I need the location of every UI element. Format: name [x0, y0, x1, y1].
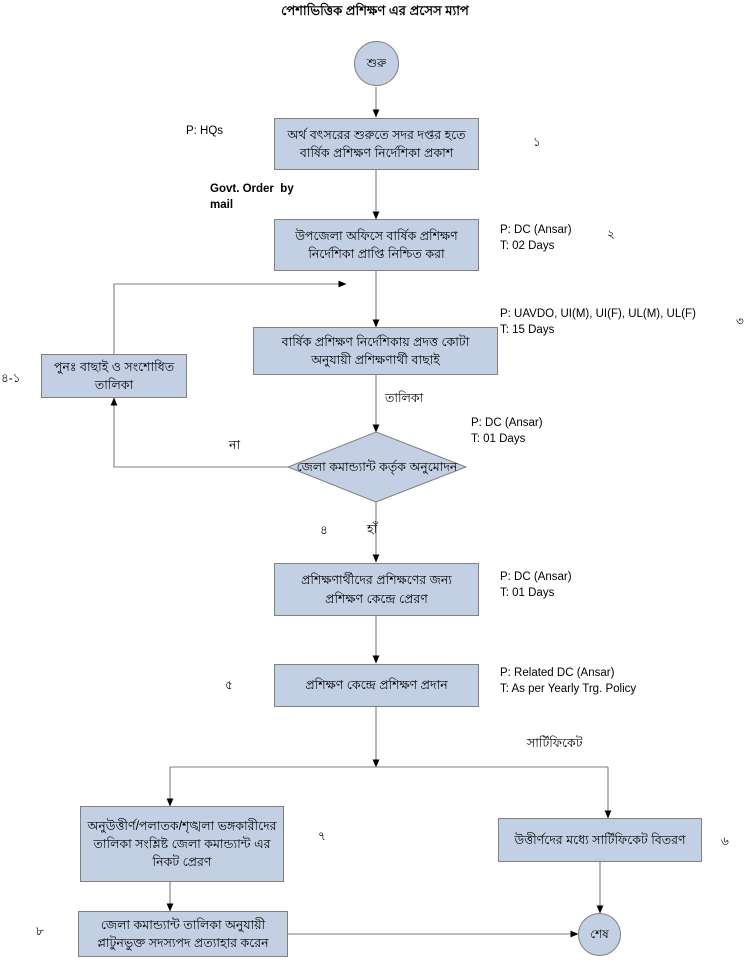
- step-number-2: ২: [607, 227, 615, 241]
- node-step3-label: বার্ষিক প্রশিক্ষণ নির্দেশিকায় প্রদত্ত ক…: [281, 334, 470, 367]
- step-number-3: ৩: [736, 314, 744, 328]
- annotation-p-hqs: P: HQs: [186, 125, 224, 137]
- annotation-na: না: [229, 438, 241, 452]
- node-fail-list-label: অনুউত্তীর্ণ/পলাতক/শৃঙ্খলা ভঙ্গকারীদের তা…: [87, 818, 277, 870]
- node-withdraw[interactable]: জেলা কমান্ড্যান্ট তালিকা অনুযায়ী প্লাটু…: [78, 911, 288, 957]
- annotation-p-dc-01days-b: P: DC (Ansar) T: 01 Days: [500, 571, 572, 599]
- node-fail-list[interactable]: অনুউত্তীর্ণ/পলাতক/শৃঙ্খলা ভঙ্গকারীদের তা…: [80, 806, 284, 882]
- node-withdraw-label: জেলা কমান্ড্যান্ট তালিকা অনুযায়ী প্লাটু…: [97, 917, 269, 950]
- node-step6[interactable]: প্রশিক্ষণ কেন্দ্রে প্রশিক্ষণ প্রদান: [274, 664, 479, 707]
- node-end[interactable]: শেষ: [578, 913, 621, 956]
- page-title: পেশাভিত্তিক প্রশিক্ষণ এর প্রসেস ম্যাপ: [281, 3, 469, 18]
- annotation-p-dc-02days: P: DC (Ansar) T: 02 Days: [500, 224, 572, 252]
- annotation-ha: হাঁ: [367, 522, 378, 536]
- node-step6-label: প্রশিক্ষণ কেন্দ্রে প্রশিক্ষণ প্রদান: [305, 678, 448, 693]
- node-certificate[interactable]: উত্তীর্ণদের মধ্যে সার্টিফিকেট বিতরণ: [498, 818, 702, 862]
- node-end-label: শেষ: [590, 926, 609, 941]
- node-step5-label: প্রশিক্ষণার্থীদের প্রশিক্ষণের জন্য প্রশি…: [301, 573, 452, 606]
- decision-diamond: [286, 431, 468, 503]
- node-certificate-label: উত্তীর্ণদের মধ্যে সার্টিফিকেট বিতরণ: [514, 832, 686, 847]
- annotation-govt-order: Govt. Order by mail: [210, 183, 294, 211]
- node-step1-label: অর্থ বৎসরের শুরুতে সদর দপ্তর হতে বার্ষিক…: [287, 127, 466, 160]
- node-decision[interactable]: জেলা কমান্ড্যান্ট কর্তৃক অনুমোদন: [288, 432, 466, 502]
- annotation-p-dc-01days-a: P: DC (Ansar) T: 01 Days: [471, 417, 543, 445]
- node-step3[interactable]: বার্ষিক প্রশিক্ষণ নির্দেশিকায় প্রদত্ত ক…: [253, 327, 498, 375]
- node-step5[interactable]: প্রশিক্ষণার্থীদের প্রশিক্ষণের জন্য প্রশি…: [274, 563, 479, 616]
- node-rework-label: পুনঃ বাছাই ও সংশোধিত তালিকা: [53, 359, 175, 392]
- step-number-1: ১: [533, 135, 541, 149]
- step-number-6: ৬: [721, 834, 729, 848]
- step-number-8: ৮: [36, 924, 44, 938]
- node-step1[interactable]: অর্থ বৎসরের শুরুতে সদর দপ্তর হতে বার্ষিক…: [274, 118, 479, 170]
- node-start[interactable]: শুরু: [354, 41, 399, 86]
- step-number-5: ৫: [225, 678, 233, 692]
- node-decision-label: জেলা কমান্ড্যান্ট কর্তৃক অনুমোদন: [296, 459, 458, 474]
- node-start-label: শুরু: [366, 55, 387, 70]
- step-number-7: ৭: [318, 829, 326, 843]
- node-rework[interactable]: পুনঃ বাছাই ও সংশোধিত তালিকা: [41, 354, 187, 398]
- node-step2[interactable]: উপজেলা অফিসে বার্ষিক প্রশিক্ষণ নির্দেশিক…: [274, 219, 479, 271]
- connector-decision-no-rework: [110, 397, 288, 468]
- annotation-p-uavdo-15days: P: UAVDO, UI(M), UI(F), UL(M), UL(F) T: …: [500, 308, 696, 336]
- step-number-4-1: ৪-১: [1, 371, 21, 385]
- annotation-certificate-flow: সার্টিফিকেট: [527, 736, 583, 750]
- connector-rework-mainline: [113, 280, 347, 354]
- annotation-p-related-dc: P: Related DC (Ansar) T: As per Yearly T…: [500, 667, 637, 695]
- step-number-4: ৪: [320, 523, 328, 537]
- node-step2-label: উপজেলা অফিসে বার্ষিক প্রশিক্ষণ নির্দেশিক…: [295, 228, 458, 261]
- annotation-talika: তালিকা: [385, 391, 424, 405]
